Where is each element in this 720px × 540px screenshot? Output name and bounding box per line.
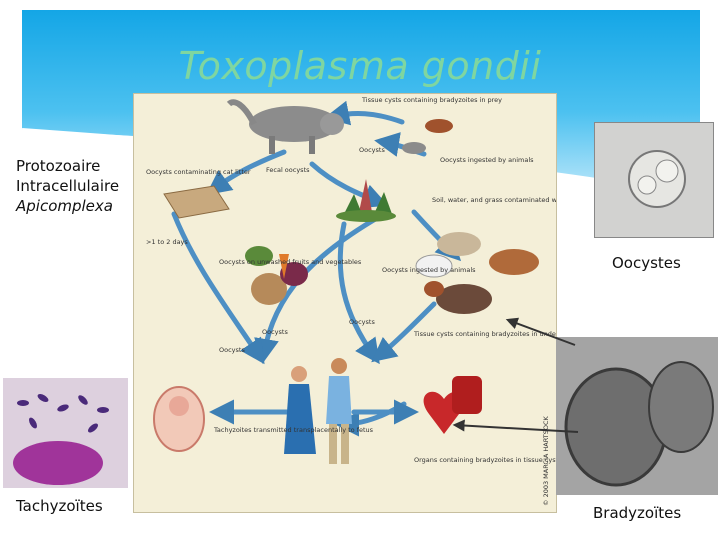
label-soil-water: Soil, water, and grass contaminated with… — [432, 196, 556, 204]
classification-line-1: Protozoaire — [16, 157, 101, 175]
mouse-illustration — [402, 142, 426, 154]
oocysts-label: Oocystes — [612, 254, 681, 272]
oocysts-photo — [594, 122, 714, 238]
litter-box-illustration — [163, 185, 230, 219]
farm-animals-illustration — [415, 232, 539, 314]
tachyzoites-label: Tachyzoïtes — [16, 497, 103, 515]
label-tachyzoites-fetus: Tachyzoites transmitted transplacentally… — [213, 426, 374, 434]
label-days: >1 to 2 days — [146, 238, 188, 246]
label-ingested-by-animals: Oocysts ingested by animals — [382, 266, 476, 274]
label-organs: Organs containing bradyzoites in tissue … — [414, 456, 556, 464]
humans-illustration — [284, 358, 352, 464]
label-unwashed-fruits: Oocysts on unwashed fruits and vegetable… — [219, 258, 362, 266]
bradyzoites-photo — [556, 337, 718, 495]
label-oocysts-top: Oocysts — [359, 146, 385, 154]
tachyzoites-micrograph — [3, 378, 128, 488]
fetus-illustration — [153, 386, 205, 452]
cycle-arrows — [171, 100, 462, 437]
arrow-to-meat — [505, 317, 576, 346]
label-fecal-oocysts: Fecal oocysts — [266, 166, 310, 174]
label-tissue-cysts-meat: Tissue cysts containing bradyzoites in u… — [413, 330, 556, 338]
life-cycle-diagram: Tissue cysts containing bradyzoites in p… — [146, 96, 556, 506]
oocysts-micrograph — [595, 123, 713, 237]
page-title: Toxoplasma gondii — [178, 44, 542, 88]
label-oocysts-mid-2: Oocysts — [349, 318, 375, 326]
plants-illustration — [336, 179, 396, 222]
tachyzoites-photo — [3, 378, 128, 488]
bradyzoites-label: Bradyzoïtes — [593, 504, 682, 522]
arrow-to-heart — [452, 419, 579, 433]
bradyzoites-micrograph — [556, 337, 718, 495]
classification-line-3: Apicomplexa — [16, 196, 119, 216]
bird-illustration — [425, 119, 453, 133]
label-credit: © 2003 MARCIA HARTSOCK — [542, 415, 550, 506]
vegetables-illustration — [245, 246, 308, 305]
label-oocysts-mid-1: Oocysts — [262, 328, 288, 336]
label-oocysts-ingested: Oocysts ingested by animals — [440, 156, 534, 164]
label-oocysts-left: Oocysts — [219, 346, 245, 354]
blood-bag-illustration — [452, 376, 482, 414]
classification-line-2: Intracellulaire — [16, 177, 120, 195]
label-cat-litter: Oocysts contaminating cat litter — [146, 168, 251, 176]
classification-phylum: Apicomplexa — [16, 197, 113, 215]
classification-label: Protozoaire Intracellulaire Apicomplexa — [16, 156, 119, 216]
label-tissue-cysts-prey: Tissue cysts containing bradyzoites in p… — [361, 96, 502, 104]
life-cycle-figure: Tissue cysts containing bradyzoites in p… — [133, 93, 557, 513]
cat-illustration — [226, 99, 344, 154]
